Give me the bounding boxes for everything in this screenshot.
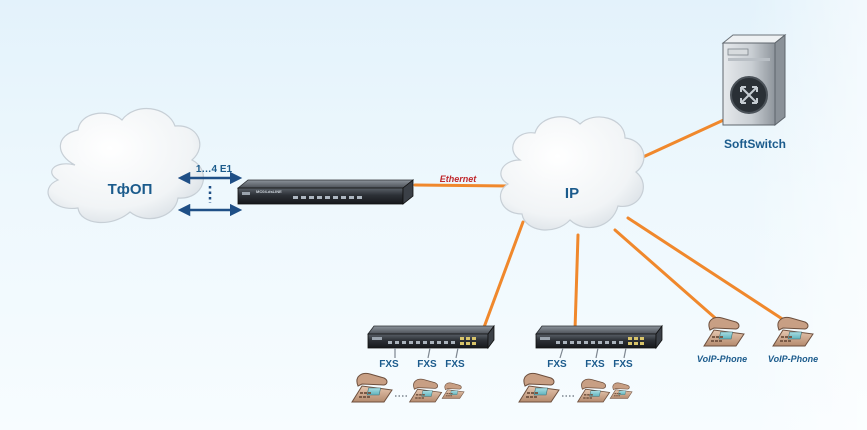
voip-phone-1: VoIP-Phone — [697, 317, 747, 364]
link-ip-voip-phone-1 — [613, 228, 724, 326]
analog-phone-icon — [441, 382, 465, 399]
desk-phone-icon — [772, 317, 814, 347]
main-gateway: MC04-dsLINE — [236, 179, 415, 205]
fxs-label-left-1: FXS — [379, 359, 399, 370]
voip-phone-2-label: VoIP-Phone — [768, 354, 818, 364]
softswitch-label: SoftSwitch — [724, 137, 786, 151]
fxs-label-left-2: FXS — [417, 359, 437, 370]
fxs-group-right: FXS FXS FXS — [518, 347, 633, 403]
ip-label: IP — [565, 185, 579, 202]
pstn-label: ТфОП — [108, 181, 153, 198]
ethernet-label: Ethernet — [440, 174, 478, 184]
link-ip-gateway-right — [573, 233, 580, 332]
fxs-label-right-3: FXS — [613, 359, 633, 370]
main-gateway-model: MC04-dsLINE — [256, 189, 282, 194]
gateway-left — [367, 325, 495, 349]
link-ip-softswitch — [628, 116, 730, 165]
router-arrows-icon — [740, 86, 758, 104]
ethernet-links — [413, 116, 792, 332]
softswitch-server — [721, 33, 787, 127]
fxs-label-right-2: FXS — [585, 359, 605, 370]
e1-link: 1…4 E1 — [177, 164, 243, 217]
fxs-group-left: FXS FXS FXS — [351, 347, 465, 403]
e1-label: 1…4 E1 — [196, 164, 233, 175]
analog-phone-icon — [577, 378, 610, 403]
analog-phone-icon — [609, 382, 633, 399]
link-ip-gateway-left — [481, 220, 525, 332]
analog-phone-icon — [409, 378, 443, 403]
desk-phone-icon — [703, 317, 745, 347]
analog-phone-icon — [351, 373, 393, 403]
ip-cloud: IP — [499, 116, 645, 231]
link-ip-voip-phone-2 — [626, 216, 792, 326]
pstn-cloud: ТфОП — [47, 107, 204, 224]
fxs-label-right-1: FXS — [547, 359, 567, 370]
link-gateway-ip — [413, 183, 512, 188]
analog-phone-icon — [518, 373, 560, 403]
voip-phone-1-label: VoIP-Phone — [697, 354, 747, 364]
voip-phone-2: VoIP-Phone — [768, 317, 818, 364]
gateway-right — [535, 325, 663, 349]
fxs-label-left-3: FXS — [445, 359, 465, 370]
